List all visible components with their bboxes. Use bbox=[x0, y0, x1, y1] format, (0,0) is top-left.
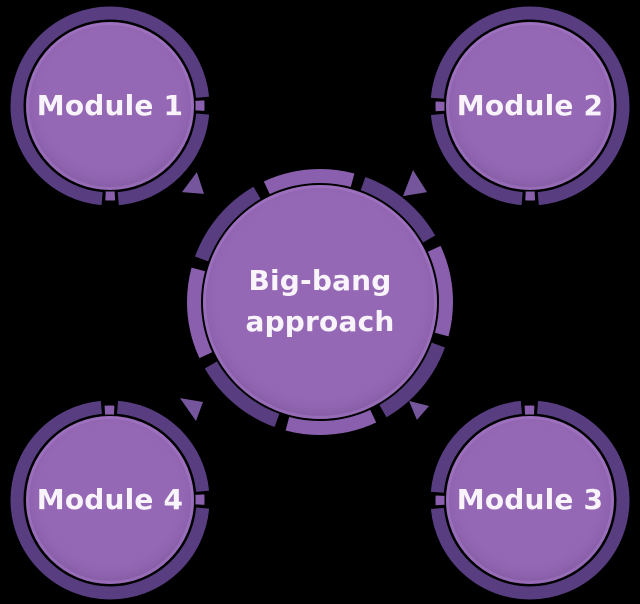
module-3-circle bbox=[446, 416, 614, 584]
module-4-circle bbox=[26, 416, 194, 584]
module-2-label-text: Module 2 bbox=[456, 88, 604, 122]
center-circle bbox=[203, 185, 437, 419]
center-label: Big-bang approach bbox=[187, 169, 453, 435]
center-label-line2: approach bbox=[245, 305, 395, 338]
module-4-label-text: Module 4 bbox=[36, 482, 184, 516]
center-label-line1: Big-bang bbox=[248, 264, 392, 298]
module-2-ring bbox=[430, 6, 630, 206]
module-3-node: Module 3 bbox=[430, 400, 630, 600]
module-1-label: Module 1 bbox=[10, 6, 210, 206]
module-4-ring bbox=[10, 400, 210, 600]
module-1-circle bbox=[26, 22, 194, 190]
module-3-ring bbox=[430, 400, 630, 600]
module-4-label: Module 4 bbox=[10, 400, 210, 600]
module-3-label: Module 3 bbox=[430, 400, 630, 600]
module-3-label-text: Module 3 bbox=[456, 482, 604, 516]
module-1-label-text: Module 1 bbox=[36, 88, 184, 122]
module-4-node: Module 4 bbox=[10, 400, 210, 600]
module-1-ring bbox=[10, 6, 210, 206]
module-2-circle bbox=[446, 22, 614, 190]
center-ring bbox=[187, 169, 453, 435]
module-1-node: Module 1 bbox=[10, 6, 210, 206]
module-2-node: Module 2 bbox=[430, 6, 630, 206]
module-2-label: Module 2 bbox=[430, 6, 630, 206]
center-node: Big-bang approach bbox=[187, 169, 453, 435]
